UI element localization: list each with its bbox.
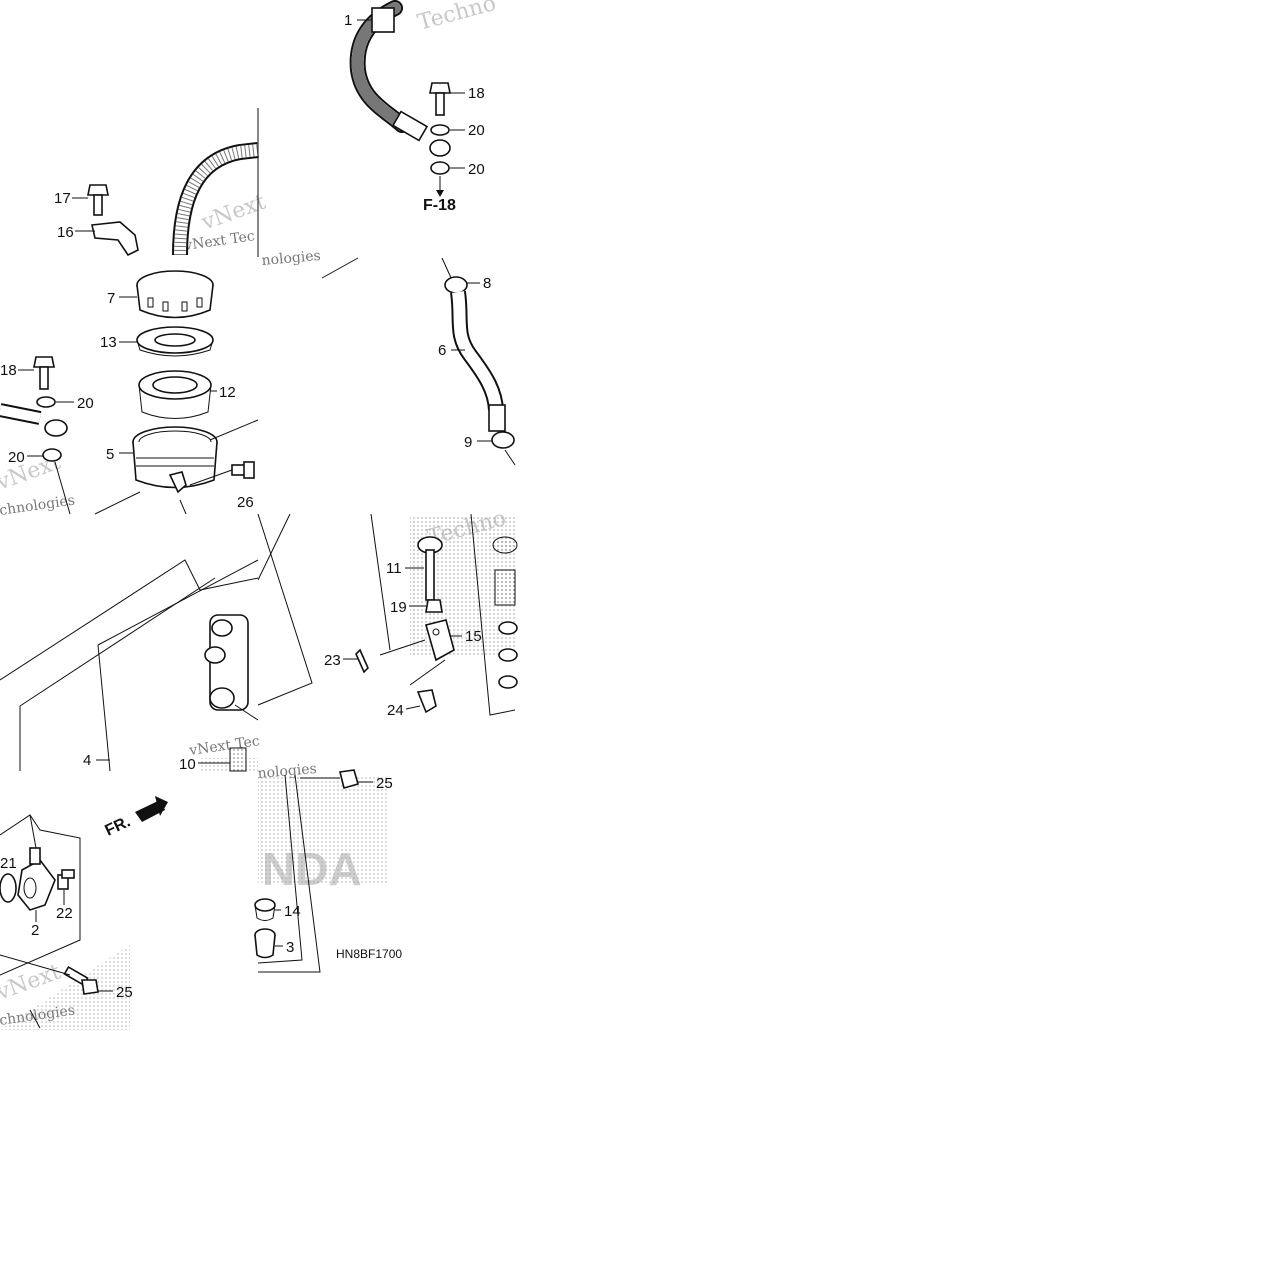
halftone-patch — [200, 758, 258, 773]
callout-2: 2 — [31, 922, 39, 939]
joint-pin-24 — [416, 689, 437, 714]
callout-11: 11 — [386, 560, 402, 577]
bolt-25-upper — [339, 769, 359, 789]
bolt-17 — [87, 184, 109, 216]
callout-15: 15 — [465, 628, 482, 645]
callout-5: 5 — [106, 446, 114, 463]
callout-9: 9 — [464, 434, 472, 451]
watermark-text: nologies — [261, 248, 321, 269]
cotter-pin-23 — [355, 648, 369, 674]
callout-24: 24 — [387, 702, 404, 719]
hose-fitting — [391, 110, 429, 142]
reservoir-hose — [450, 290, 506, 432]
callout-10: 10 — [179, 756, 196, 773]
callout-14: 14 — [284, 903, 301, 920]
callout-16: 16 — [57, 224, 74, 241]
washer-20 — [430, 161, 450, 175]
bolt-25-lower — [63, 965, 99, 995]
callout-25: 25 — [376, 775, 393, 792]
reservoir-cap — [136, 270, 214, 319]
o-ring-21 — [0, 873, 17, 903]
callout-20: 20 — [77, 395, 94, 412]
callout-21: 21 — [0, 855, 17, 872]
watermark-text: vNext Tec — [182, 228, 255, 254]
diaphragm-plate — [136, 326, 214, 357]
hose-clamp — [371, 7, 395, 33]
hose-joint-2 — [17, 847, 56, 911]
callout-22: 22 — [56, 905, 73, 922]
reference-label: F-18 — [423, 197, 456, 214]
callout-23: 23 — [324, 652, 341, 669]
piston-3 — [254, 928, 276, 959]
callout-6: 6 — [438, 342, 446, 359]
callout-8: 8 — [483, 275, 491, 292]
washer-20 — [430, 124, 450, 136]
banjo-fitting — [429, 139, 451, 157]
watermark-text: vNext Tec — [187, 733, 260, 759]
hose-bracket — [91, 221, 139, 257]
callout-20: 20 — [8, 449, 25, 466]
diaphragm — [138, 370, 212, 419]
brake-hose-upper — [349, 0, 451, 157]
callout-4: 4 — [83, 752, 91, 769]
halftone-patch — [0, 945, 130, 1030]
washer-20 — [42, 448, 62, 462]
spring-10 — [229, 747, 247, 772]
callout-18: 18 — [468, 85, 485, 102]
front-marker-label: FR. — [103, 813, 134, 839]
bolt-18-lower — [33, 356, 55, 390]
brake-hose-end — [0, 403, 68, 437]
watermark-text: Techno — [415, 0, 499, 36]
piston-kit-partial — [492, 536, 518, 689]
brake-hose-left — [172, 142, 259, 256]
nut-19 — [425, 599, 443, 613]
callout-7: 7 — [107, 290, 115, 307]
callout-20: 20 — [468, 161, 485, 178]
callout-13: 13 — [100, 334, 117, 351]
front-marker: FR. — [103, 796, 168, 840]
washer-20 — [36, 396, 56, 408]
callout-17: 17 — [54, 190, 71, 207]
halftone-patch — [258, 775, 388, 885]
reservoir-body — [132, 426, 218, 494]
screw-26 — [189, 461, 255, 486]
callout-12: 12 — [219, 384, 236, 401]
callout-18: 18 — [0, 362, 17, 379]
hose-clamp-9 — [491, 431, 515, 449]
bolt-18-upper — [429, 82, 451, 116]
master-cylinder-body — [204, 614, 259, 721]
callout-26: 26 — [237, 494, 254, 511]
hose-clamp-8 — [444, 276, 468, 294]
cup-14 — [254, 898, 276, 921]
callout-1: 1 — [344, 12, 352, 29]
push-rod-clevis — [425, 619, 455, 662]
callout-20: 20 — [468, 122, 485, 139]
callout-19: 19 — [390, 599, 407, 616]
callout-25: 25 — [116, 984, 133, 1001]
callout-3: 3 — [286, 939, 294, 956]
screw-22 — [57, 869, 75, 890]
master-cylinder-outline — [0, 559, 259, 772]
drawing-code: HN8BF1700 — [336, 947, 402, 961]
